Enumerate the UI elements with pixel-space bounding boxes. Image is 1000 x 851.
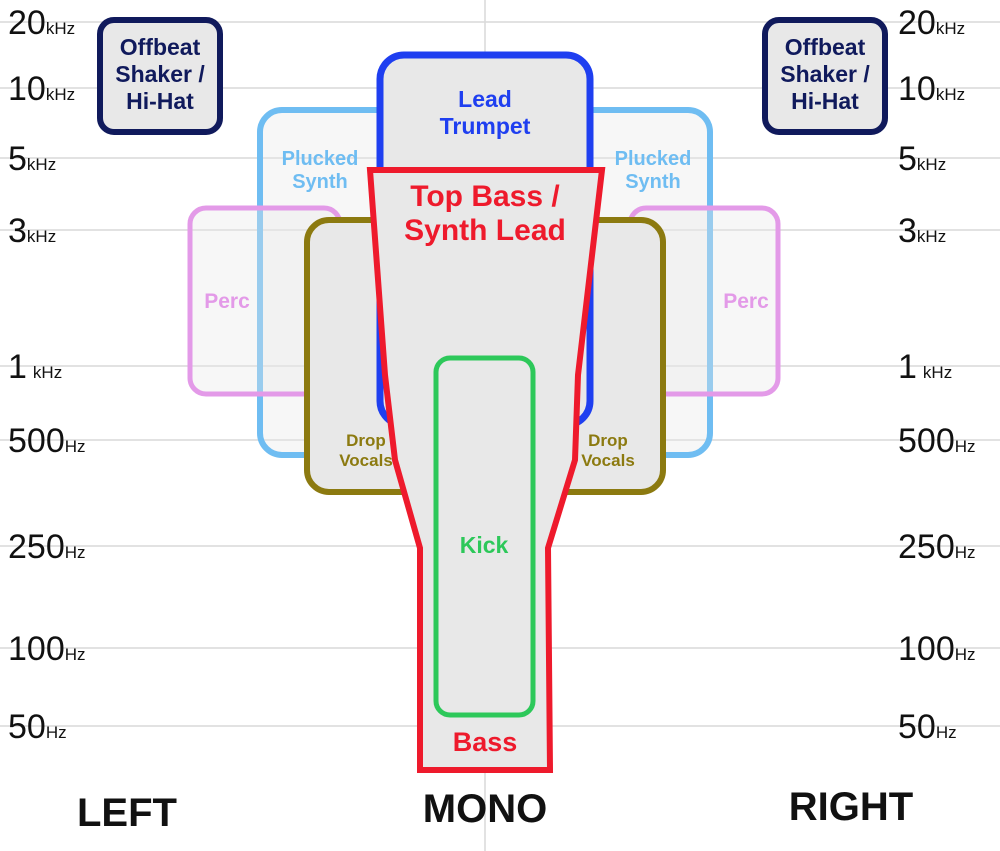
drop-vocals-left-label-2: Vocals: [339, 451, 393, 470]
hihat-right-label-3: Hi-Hat: [791, 88, 859, 114]
freq-unit-hz: Hz: [955, 437, 976, 456]
position-left-label: LEFT: [77, 791, 177, 835]
freq-label-5k: 5: [898, 140, 917, 178]
freq-label-1k: 1: [8, 348, 27, 386]
svg-text:3kHz: 3kHz: [898, 212, 946, 250]
freq-label-1k: 1: [898, 348, 917, 386]
freq-label-250: 250: [8, 528, 65, 566]
freq-unit-hz: Hz: [65, 645, 86, 664]
freq-unit-khz: kHz: [923, 363, 952, 382]
hihat-left-box: [97, 17, 223, 135]
lead-trumpet-label-1: Lead: [458, 86, 512, 112]
perc-left-label: Perc: [204, 290, 250, 313]
freq-unit-khz: kHz: [936, 19, 965, 38]
freq-label-20k: 20: [8, 4, 46, 42]
freq-unit-hz: Hz: [936, 723, 957, 742]
drop-vocals-right-label-1: Drop: [588, 431, 628, 450]
freq-label-3k: 3: [8, 212, 27, 250]
plucked-synth-right-label-1: Plucked: [615, 148, 692, 170]
freq-unit-khz: kHz: [936, 85, 965, 104]
hihat-left-label-3: Hi-Hat: [126, 88, 194, 114]
freq-label-3k: 3: [898, 212, 917, 250]
hihat-left-label-1: Offbeat: [120, 34, 201, 60]
position-mono-label: MONO: [423, 787, 547, 831]
lead-trumpet-label-2: Trumpet: [440, 113, 531, 139]
drop-vocals-right-label-2: Vocals: [581, 451, 635, 470]
kick-label: Kick: [460, 532, 509, 558]
freq-label-500: 500: [8, 422, 65, 460]
freq-unit-khz: kHz: [917, 155, 946, 174]
freq-label-10k: 10: [8, 70, 46, 108]
svg-text:20kHz: 20kHz: [898, 4, 965, 42]
bass-label: Bass: [453, 727, 518, 757]
freq-unit-khz: kHz: [27, 227, 56, 246]
freq-label-100: 100: [8, 630, 65, 668]
svg-text:250Hz: 250Hz: [898, 528, 976, 566]
hihat-left-label-2: Shaker /: [115, 61, 205, 87]
svg-text:500Hz: 500Hz: [8, 422, 86, 460]
freq-unit-khz: kHz: [27, 155, 56, 174]
svg-text:10kHz: 10kHz: [8, 70, 75, 108]
freq-label-5k: 5: [8, 140, 27, 178]
freq-unit-khz: kHz: [46, 85, 75, 104]
svg-text:3kHz: 3kHz: [8, 212, 56, 250]
position-right-label: RIGHT: [789, 785, 913, 829]
perc-blocks: [187, 205, 781, 397]
freq-unit-hz: Hz: [955, 645, 976, 664]
freq-unit-hz: Hz: [955, 543, 976, 562]
hihat-right-label-1: Offbeat: [785, 34, 866, 60]
svg-text:100Hz: 100Hz: [898, 630, 976, 668]
freq-label-50: 50: [8, 708, 46, 746]
freq-label-20k: 20: [898, 4, 936, 42]
hihat-blocks: [97, 17, 888, 135]
block-labels: Offbeat Shaker / Hi-Hat Offbeat Shaker /…: [115, 34, 870, 757]
svg-text:50Hz: 50Hz: [898, 708, 957, 746]
plucked-synth-right-label-2: Synth: [625, 171, 681, 193]
svg-text:100Hz: 100Hz: [8, 630, 86, 668]
freq-unit-hz: Hz: [46, 723, 67, 742]
svg-text:50Hz: 50Hz: [8, 708, 67, 746]
svg-text:500Hz: 500Hz: [898, 422, 976, 460]
plucked-synth-left-label-1: Plucked: [282, 148, 359, 170]
svg-text:5kHz: 5kHz: [898, 140, 946, 178]
kick-box: [433, 355, 536, 718]
top-bass-label-1: Top Bass /: [410, 180, 560, 213]
freq-label-250: 250: [898, 528, 955, 566]
freq-unit-khz: kHz: [917, 227, 946, 246]
freq-label-100: 100: [898, 630, 955, 668]
svg-text:20kHz: 20kHz: [8, 4, 75, 42]
top-bass-label-2: Synth Lead: [404, 214, 566, 247]
freq-label-50: 50: [898, 708, 936, 746]
freq-label-10k: 10: [898, 70, 936, 108]
freq-unit-khz: kHz: [46, 19, 75, 38]
stereo-position-labels: LEFT MONO RIGHT: [77, 785, 913, 835]
hihat-right-box: [762, 17, 888, 135]
svg-text:250Hz: 250Hz: [8, 528, 86, 566]
drop-vocals-left-label-1: Drop: [346, 431, 386, 450]
svg-text:5kHz: 5kHz: [8, 140, 56, 178]
freq-label-500: 500: [898, 422, 955, 460]
svg-text:10kHz: 10kHz: [898, 70, 965, 108]
plucked-synth-left-label-2: Synth: [292, 171, 348, 193]
freq-unit-hz: Hz: [65, 543, 86, 562]
hihat-right-label-2: Shaker /: [780, 61, 870, 87]
perc-right-label: Perc: [723, 290, 769, 313]
freq-unit-khz: kHz: [33, 363, 62, 382]
freq-unit-hz: Hz: [65, 437, 86, 456]
